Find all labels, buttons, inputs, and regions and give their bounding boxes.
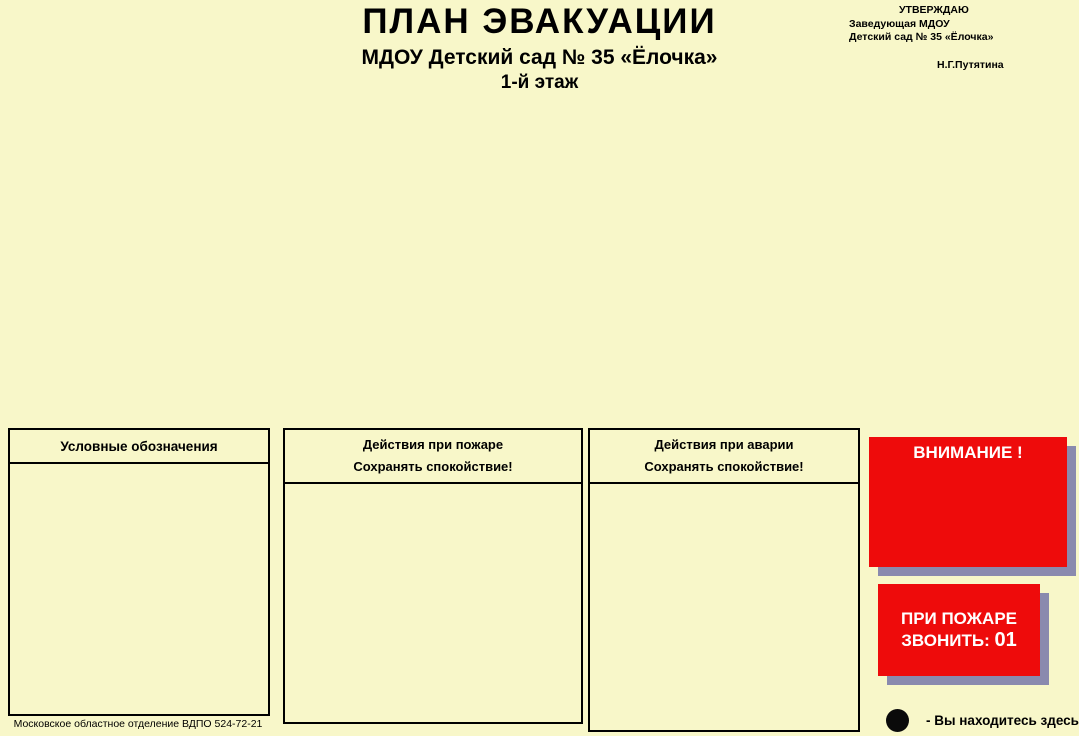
fire-call-label: ЗВОНИТЬ: bbox=[901, 630, 990, 650]
approval-line1: УТВЕРЖДАЮ bbox=[899, 4, 969, 16]
footer-note: Московское областное отделение ВДПО 524-… bbox=[13, 718, 263, 730]
legend-panel: Условные обозначения bbox=[8, 428, 270, 716]
accident-actions-panel: Действия при аварии Сохранять спокойстви… bbox=[588, 428, 860, 732]
fire-panel-title1: Действия при пожаре bbox=[362, 437, 504, 452]
attention-panel: ВНИМАНИЕ ! bbox=[869, 437, 1067, 567]
fire-call-number: 01 bbox=[994, 628, 1017, 651]
legend-title: Условные обозначения bbox=[10, 430, 268, 464]
accident-panel-title2: Сохранять спокойствие! bbox=[644, 459, 804, 475]
accident-panel-title1: Действия при аварии bbox=[654, 437, 794, 452]
approval-line3: Детский сад № 35 «Ёлочка» bbox=[849, 31, 994, 44]
you-are-here-dot bbox=[886, 709, 909, 732]
fire-panel-title: Действия при пожаре Сохранять спокойстви… bbox=[285, 430, 581, 485]
fire-call-panel: ПРИ ПОЖАРЕ ЗВОНИТЬ: 01 bbox=[878, 584, 1040, 676]
fire-call-line2: ЗВОНИТЬ: 01 bbox=[901, 629, 1016, 652]
attention-title: ВНИМАНИЕ ! bbox=[913, 443, 1023, 462]
accident-panel-title: Действия при аварии Сохранять спокойстви… bbox=[590, 430, 858, 485]
fire-call-line1: ПРИ ПОЖАРЕ bbox=[900, 608, 1018, 628]
fire-actions-panel: Действия при пожаре Сохранять спокойстви… bbox=[283, 428, 583, 724]
approval-signer: Н.Г.Путятина bbox=[937, 58, 1004, 71]
fire-panel-title2: Сохранять спокойствие! bbox=[353, 459, 513, 475]
legend-items bbox=[10, 464, 268, 468]
approval-block: УТВЕРЖДАЮ Заведующая МДОУ Детский сад № … bbox=[849, 4, 1067, 73]
you-are-here-label: - Вы находитесь здесь bbox=[926, 713, 1079, 728]
approval-line2: Заведующая МДОУ bbox=[849, 17, 950, 30]
floor-plan bbox=[0, 80, 1079, 425]
